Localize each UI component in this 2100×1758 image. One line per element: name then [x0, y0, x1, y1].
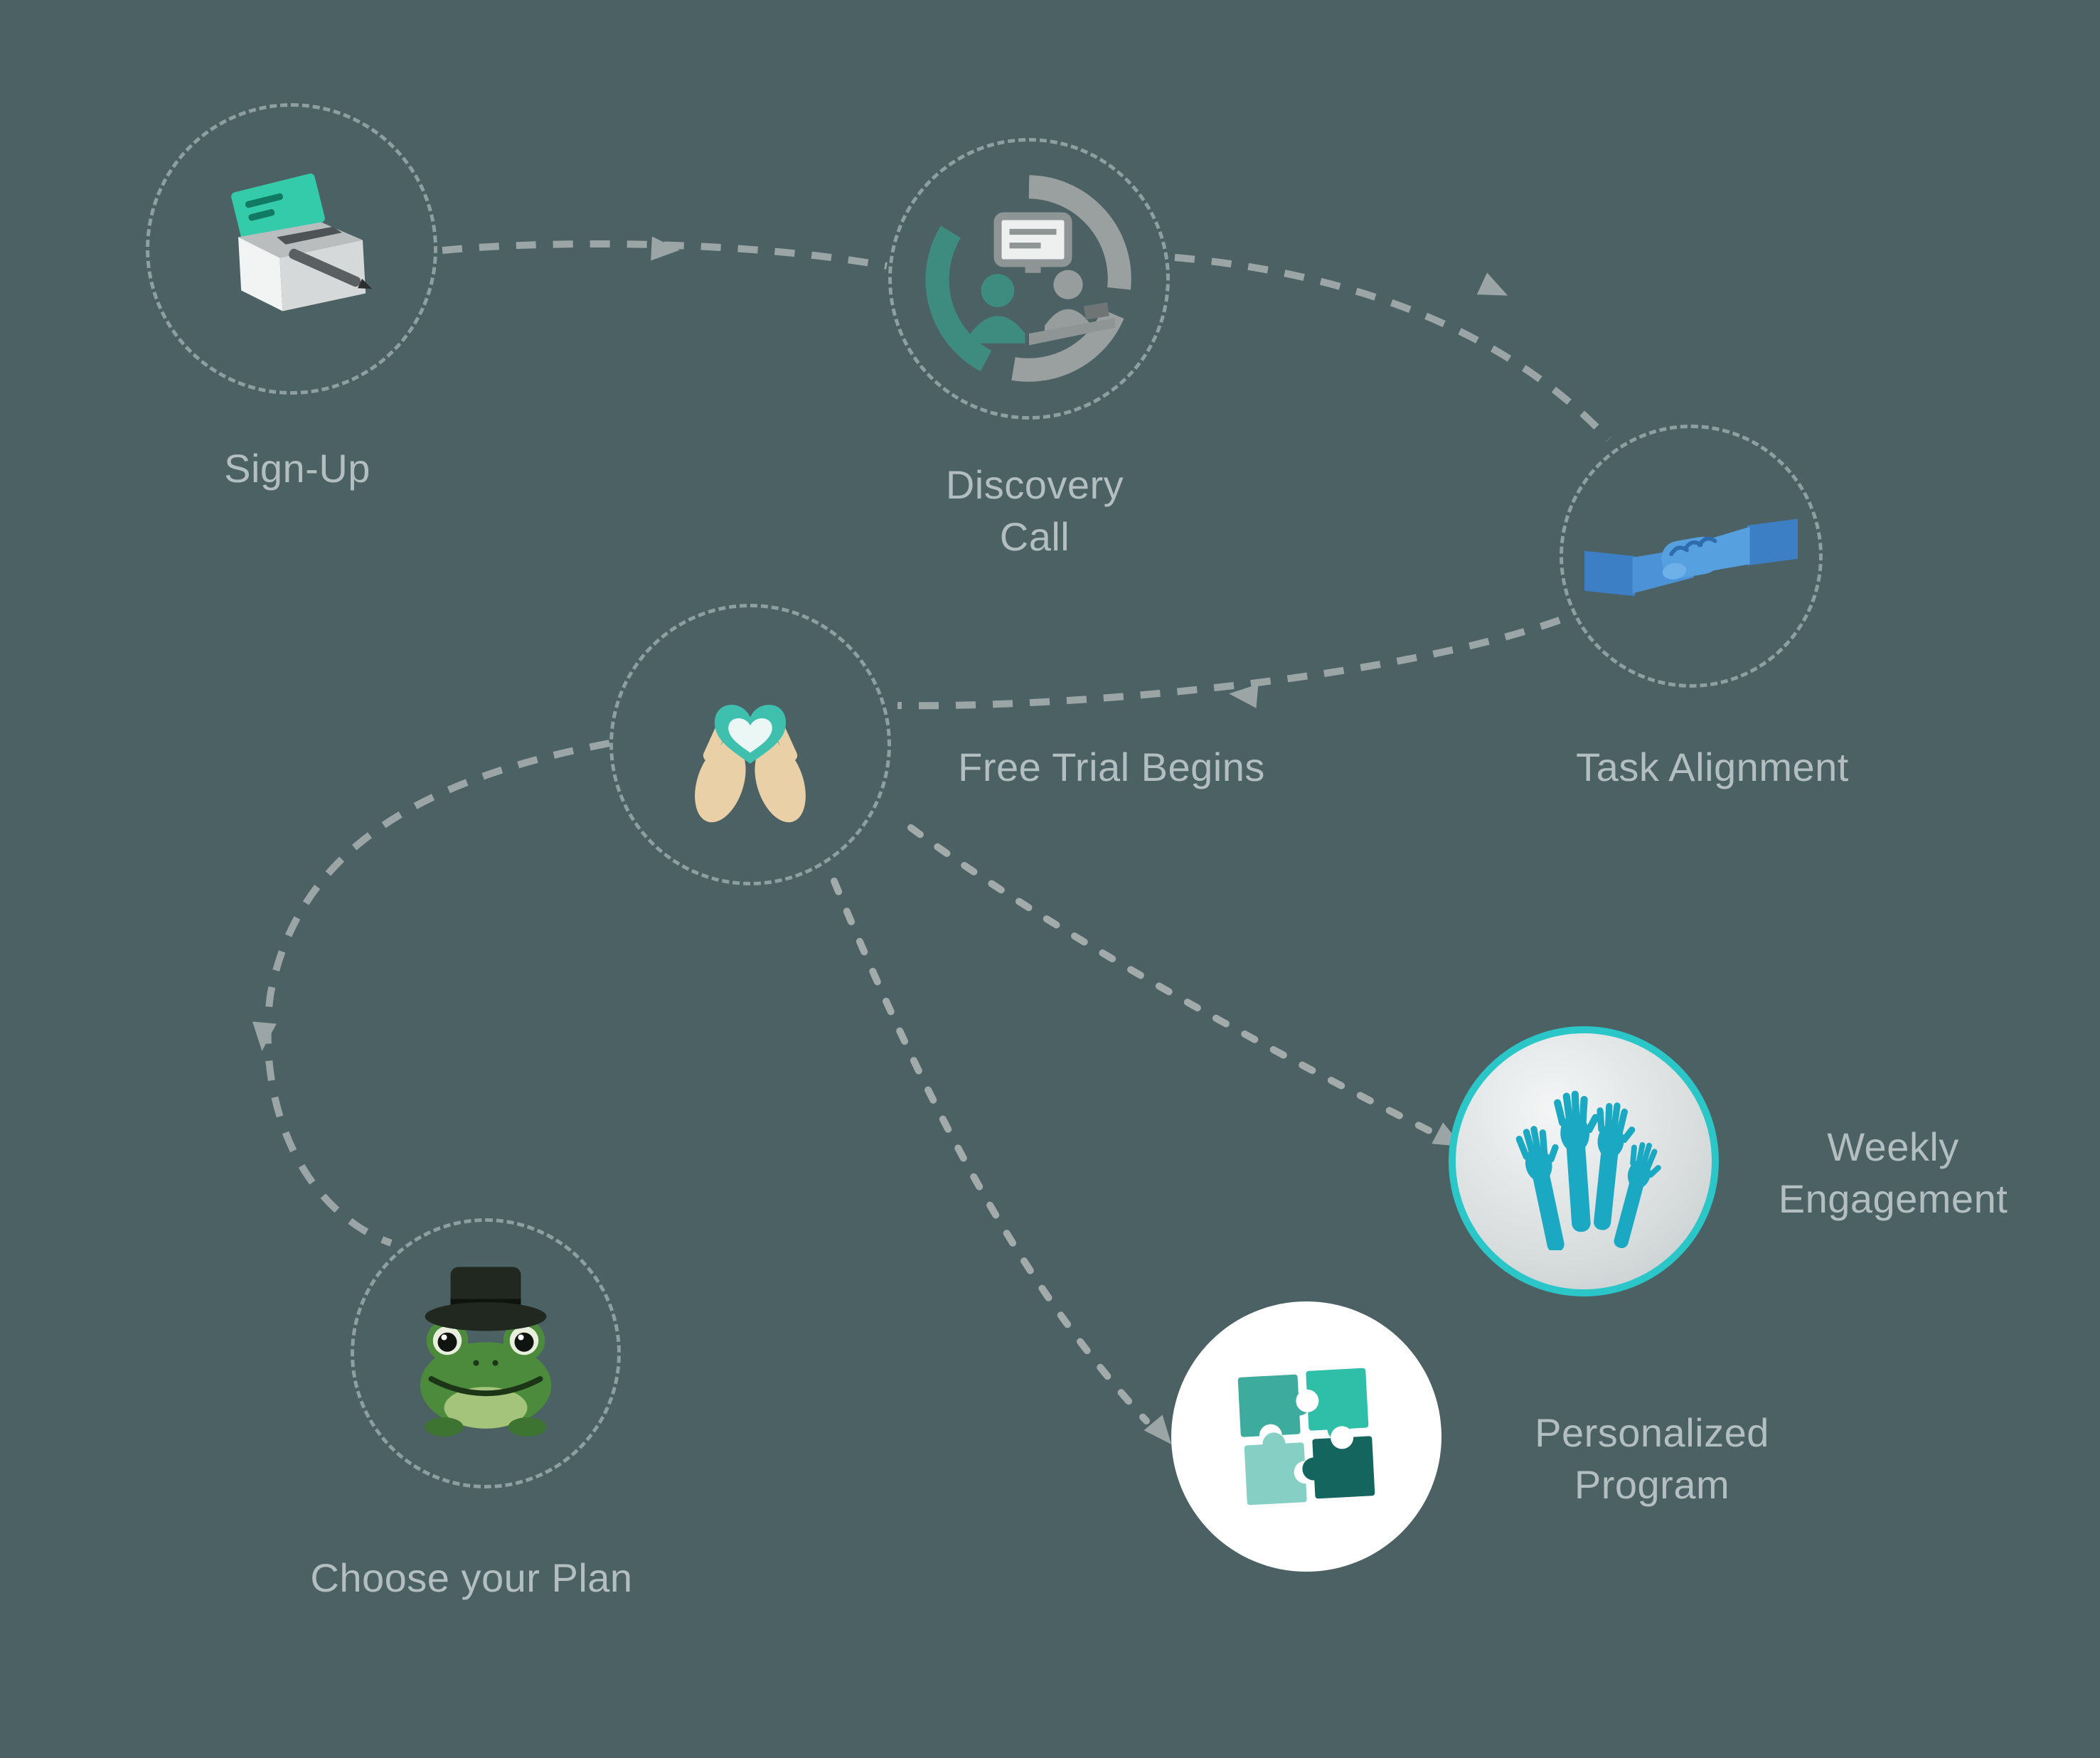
label-line: Call: [999, 514, 1070, 559]
connector-freetrial-to-weekly: [907, 824, 1439, 1137]
step-label-task-alignment: Task Alignment: [1576, 741, 1849, 793]
label-line: Free Trial Begins: [958, 745, 1265, 789]
frog-in-hat-icon: [420, 1267, 552, 1437]
arrowhead: [252, 1021, 277, 1051]
video-meeting-icon: [925, 175, 1131, 382]
connector-freetrial-to-personalized: [831, 878, 1150, 1424]
step-node-discovery-call: [888, 138, 1170, 420]
step-node-free-trial: [609, 604, 891, 885]
connector-signup-to-discovery: [442, 240, 888, 270]
step-label-free-trial: Free Trial Begins: [958, 741, 1265, 793]
arrowhead: [651, 236, 680, 261]
step-node-weekly-engagement: [1449, 1026, 1719, 1296]
label-line: Weekly: [1827, 1124, 1959, 1169]
label-line: Discovery: [945, 462, 1124, 507]
step-node-choose-plan: [351, 1218, 621, 1488]
step-node-task-alignment: [1560, 425, 1823, 688]
step-label-personalized-program: Personalized Program: [1535, 1407, 1769, 1511]
step-label-weekly-engagement: Weekly Engagement: [1779, 1121, 2008, 1225]
label-line: Task Alignment: [1576, 745, 1849, 789]
step-label-choose-plan: Choose your Plan: [310, 1552, 632, 1604]
connector-discovery-to-task: [1174, 254, 1611, 442]
label-line: Choose your Plan: [310, 1555, 633, 1600]
ballot-box-icon: [231, 174, 373, 311]
label-line: Program: [1574, 1462, 1730, 1507]
arrowhead: [1144, 1415, 1172, 1444]
label-line: Sign-Up: [224, 446, 371, 491]
arrowhead: [1476, 272, 1508, 296]
step-label-sign-up: Sign-Up: [224, 442, 371, 494]
step-label-discovery-call: Discovery Call: [946, 459, 1124, 563]
step-node-sign-up: [146, 103, 437, 395]
raised-hands-icon: [1495, 1072, 1673, 1250]
label-line: Personalized: [1535, 1410, 1769, 1455]
connector-task-to-freetrial: [897, 617, 1561, 710]
step-node-personalized-program: [1171, 1301, 1441, 1572]
heart-hands-icon: [695, 705, 806, 823]
connector-freetrial-to-chooseplan: [264, 740, 610, 1247]
puzzle-pieces-icon: [1237, 1368, 1375, 1506]
handshake-icon: [1584, 518, 1798, 597]
arrowhead: [1229, 683, 1259, 708]
label-line: Engagement: [1778, 1176, 2008, 1221]
